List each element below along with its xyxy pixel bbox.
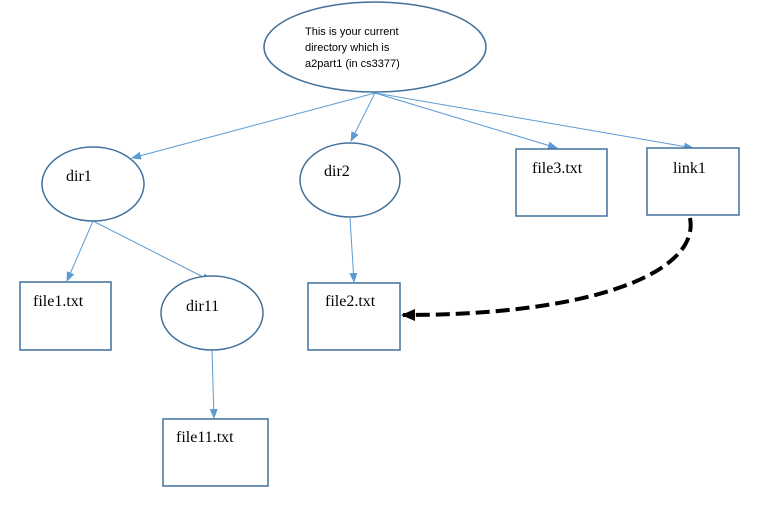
root-label-line-2: directory which is — [305, 42, 390, 54]
edge-dir11-file11 — [209, 349, 218, 419]
edge-dir2-file2 — [349, 217, 358, 283]
symlink-arrow — [401, 217, 693, 321]
file1-label: file1.txt — [33, 293, 84, 310]
edge-dir1-file1 — [66, 220, 94, 282]
edge-root-dir2 — [350, 92, 376, 142]
dir1-node — [41, 146, 145, 222]
file1-node — [19, 281, 112, 351]
edge-root-link1 — [374, 92, 694, 151]
file3-node — [515, 148, 608, 217]
dir2-label: dir2 — [324, 163, 350, 180]
edge-root-file3 — [374, 92, 558, 150]
root-directory-node — [263, 1, 487, 93]
file2-label: file2.txt — [325, 293, 376, 310]
edge-dir1-dir11 — [92, 220, 212, 282]
dir2-node — [299, 142, 401, 218]
file11-label: file11.txt — [176, 429, 234, 446]
dir11-label: dir11 — [186, 298, 219, 315]
dir11-node — [160, 275, 264, 351]
file3-label: file3.txt — [532, 160, 583, 177]
link1-node — [646, 147, 740, 216]
root-label-line-1: This is your current — [305, 26, 399, 38]
dir1-label: dir1 — [66, 168, 92, 185]
file11-node — [162, 418, 269, 487]
link1-label: link1 — [673, 160, 706, 177]
file2-node — [307, 282, 401, 351]
edge-root-dir1 — [131, 92, 376, 160]
root-label-line-3: a2part1 (in cs3377) — [305, 58, 400, 70]
